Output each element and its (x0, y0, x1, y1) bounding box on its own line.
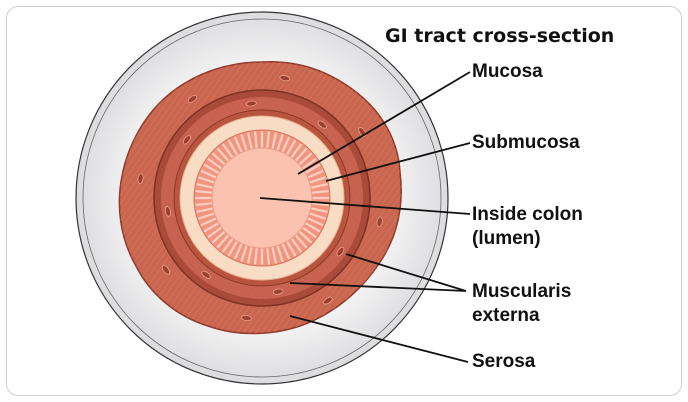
label-mucosa-text: Mucosa (472, 60, 543, 84)
label-submucosa: Submucosa (472, 131, 580, 155)
villus (196, 191, 211, 193)
label-muscularis: Muscularis externa (472, 280, 571, 328)
diagram-title: GI tract cross-section (385, 25, 614, 47)
label-mucosa: Mucosa (472, 60, 543, 84)
label-submucosa-text: Submucosa (472, 131, 580, 155)
label-muscularis-line1: Muscularis (472, 280, 571, 304)
label-serosa: Serosa (472, 350, 535, 374)
villus (267, 249, 269, 264)
label-lumen-line2: (lumen) (472, 227, 583, 251)
villus (196, 203, 211, 205)
villus (255, 132, 257, 147)
villus (267, 132, 269, 147)
label-muscularis-line2: externa (472, 304, 571, 328)
label-serosa-text: Serosa (472, 350, 535, 374)
villus (255, 249, 257, 264)
villus (313, 191, 328, 193)
label-lumen: Inside colon (lumen) (472, 203, 583, 251)
label-lumen-line1: Inside colon (472, 203, 583, 227)
